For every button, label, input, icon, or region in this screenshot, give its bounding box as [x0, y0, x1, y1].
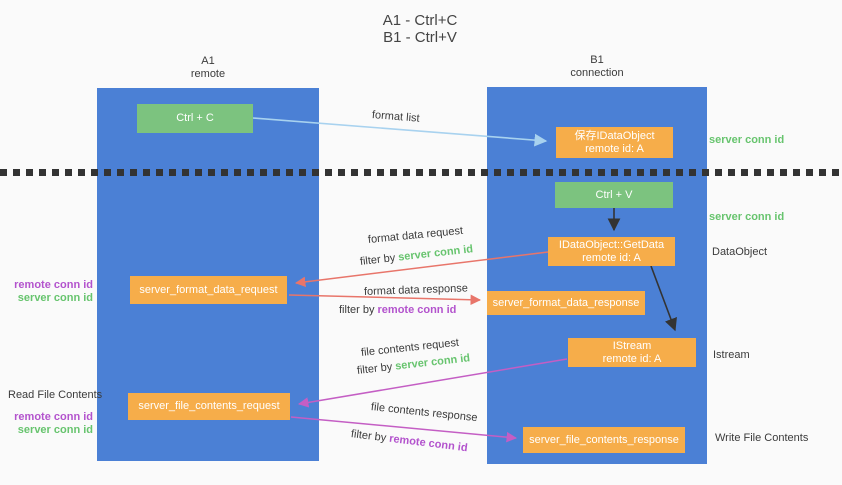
node-server-file-contents-request: server_file_contents_request [128, 393, 290, 420]
edge-label-filter-remote-conn-id-2: filter by remote conn id [350, 428, 468, 454]
filter-by-text-4: filter by [350, 428, 390, 445]
column-b1-title: B1 [590, 54, 604, 66]
node-server-format-data-response: server_format_data_response [487, 291, 645, 315]
filter-value-server-conn-id-1: server conn id [397, 243, 474, 264]
label-read-file-contents: Read File Contents [8, 389, 103, 401]
column-header-b1: B1 connection [487, 54, 707, 80]
node-server-format-data-request-label: server_format_data_request [139, 283, 278, 296]
edge-label-filter-server-conn-id-1: filter by server conn id [359, 243, 473, 268]
node-save-idataobject-line2: remote id: A [585, 142, 644, 155]
column-a1-title: A1 [201, 55, 215, 67]
node-server-file-contents-response: server_file_contents_response [523, 427, 685, 453]
label-remote-conn-id-left-2: remote conn id [14, 411, 93, 423]
edge-label-file-contents-response: file contents response [370, 401, 479, 425]
label-server-conn-id-right-1: server conn id [709, 134, 785, 146]
filter-by-text-3: filter by [356, 360, 396, 377]
label-server-conn-id-right-2: server conn id [709, 211, 785, 223]
diagram-title: A1 - Ctrl+C B1 - Ctrl+V [330, 12, 510, 46]
filter-value-server-conn-id-2: server conn id [394, 352, 471, 373]
label-block-conn-ids-2: remote conn id server conn id [10, 411, 93, 436]
filter-value-remote-conn-id-2: remote conn id [388, 432, 469, 455]
node-ctrl-v-label: Ctrl + V [595, 188, 633, 201]
filter-by-text-2: filter by [339, 304, 378, 316]
node-idataobject-getdata-line2: remote id: A [582, 251, 641, 264]
edge-label-filter-remote-conn-id-1: filter by remote conn id [339, 304, 456, 316]
node-ctrl-v: Ctrl + V [555, 182, 673, 208]
node-server-file-contents-response-label: server_file_contents_response [529, 433, 679, 446]
diagram-title-line1: A1 - Ctrl+C [382, 12, 458, 29]
diagram-title-line2: B1 - Ctrl+V [383, 29, 457, 46]
node-istream-line1: IStream [612, 339, 652, 352]
node-idataobject-getdata: IDataObject::GetData remote id: A [548, 237, 675, 266]
dashed-separator-line [0, 169, 842, 176]
node-server-format-data-response-label: server_format_data_response [492, 296, 640, 309]
label-server-conn-id-left-1: server conn id [17, 291, 93, 304]
label-write-file-contents: Write File Contents [715, 432, 809, 444]
node-istream-line2: remote id: A [602, 352, 662, 365]
node-save-idataobject: 保存IDataObject remote id: A [556, 127, 673, 158]
label-server-conn-id-left-2: server conn id [17, 423, 93, 436]
label-istream: Istream [713, 349, 750, 361]
edge-label-format-data-response: format data response [363, 282, 469, 298]
filter-value-remote-conn-id-1: remote conn id [377, 304, 457, 316]
node-server-format-data-request: server_format_data_request [130, 276, 287, 304]
filter-by-text-1: filter by [359, 251, 399, 268]
node-save-idataobject-line1: 保存IDataObject [574, 129, 655, 142]
label-block-conn-ids-1: remote conn id server conn id [10, 279, 93, 304]
edge-label-format-list: format list [371, 109, 421, 125]
label-remote-conn-id-left-1: remote conn id [14, 279, 93, 291]
node-istream: IStream remote id: A [568, 338, 696, 367]
label-dataobject: DataObject [712, 246, 768, 258]
edge-label-format-data-request: format data request [367, 224, 464, 246]
node-server-file-contents-request-label: server_file_contents_request [138, 400, 280, 412]
node-idataobject-getdata-line1: IDataObject::GetData [558, 238, 665, 251]
column-header-a1: A1 remote [97, 55, 319, 81]
node-ctrl-c: Ctrl + C [137, 104, 253, 133]
column-b1-subtitle: connection [570, 67, 624, 79]
node-ctrl-c-label: Ctrl + C [176, 112, 214, 124]
column-a1-subtitle: remote [190, 68, 226, 80]
